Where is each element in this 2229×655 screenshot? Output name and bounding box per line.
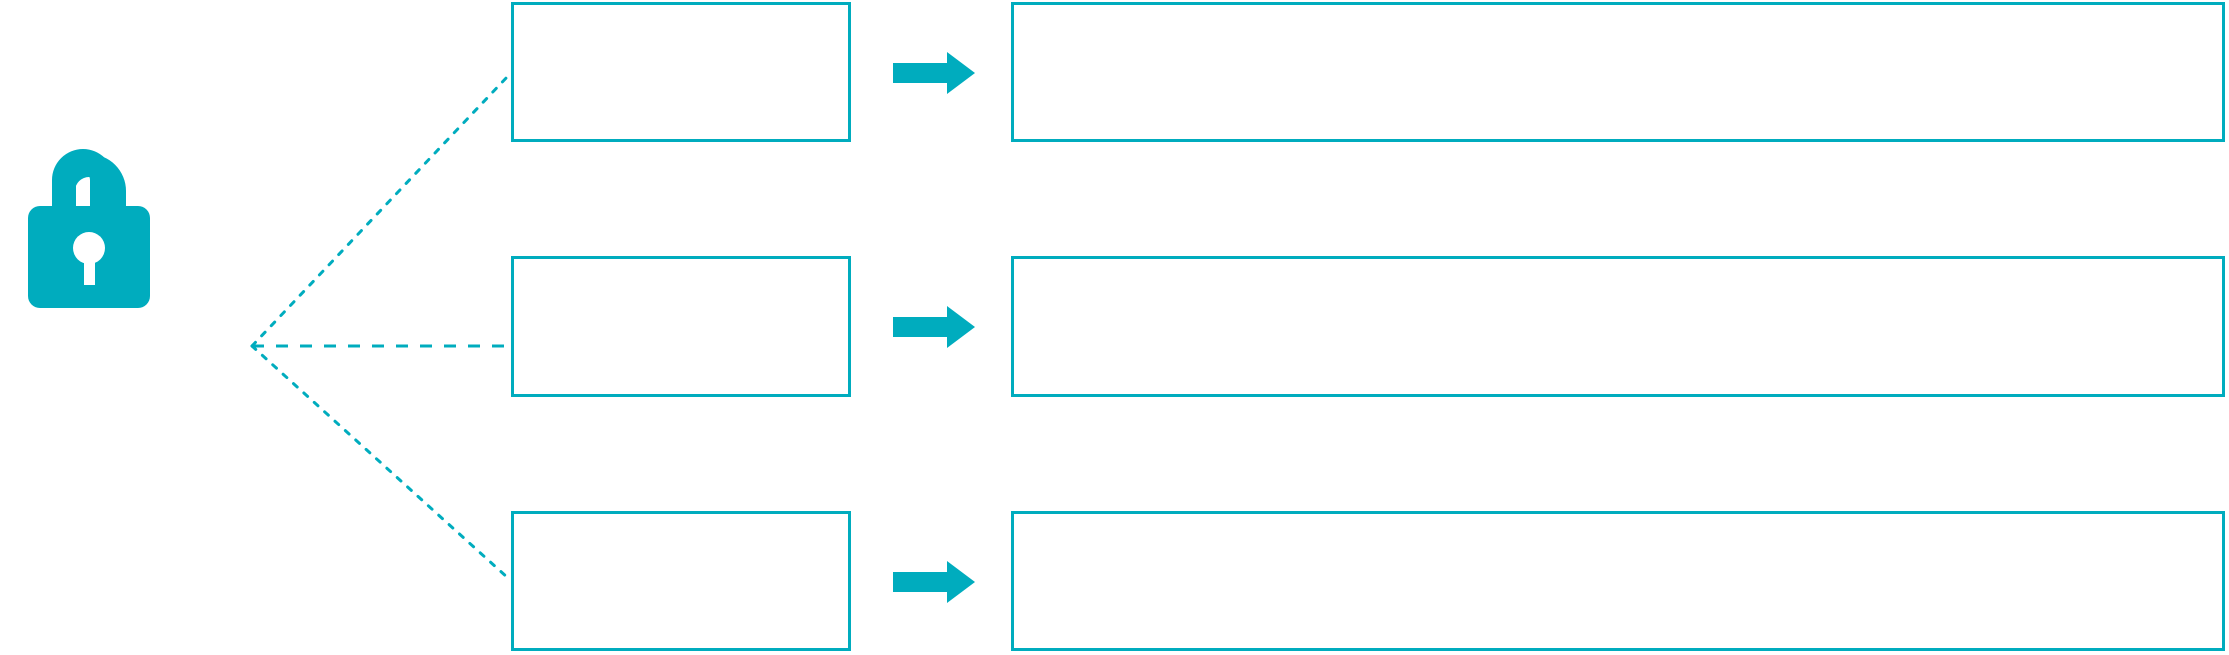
branch-to-row-1 [250, 74, 510, 348]
target-box-row-3[interactable] [1011, 511, 2225, 651]
arrow-right-icon [893, 561, 975, 603]
target-box-row-2[interactable] [1011, 256, 2225, 397]
source-box-row-2-label [514, 259, 848, 394]
source-box-row-2[interactable] [511, 256, 851, 397]
target-box-row-3-label [1014, 514, 2222, 648]
arrow-right-icon [893, 306, 975, 348]
source-box-row-3[interactable] [511, 511, 851, 651]
target-box-row-1-label [1014, 5, 2222, 139]
source-box-row-3-label [514, 514, 848, 648]
target-box-row-1[interactable] [1011, 2, 2225, 142]
source-box-row-1[interactable] [511, 2, 851, 142]
branch-to-row-3 [250, 344, 510, 580]
arrow-right-icon [893, 52, 975, 94]
padlock-icon [28, 149, 150, 308]
target-box-row-2-label [1014, 259, 2222, 394]
source-box-row-1-label [514, 5, 848, 139]
